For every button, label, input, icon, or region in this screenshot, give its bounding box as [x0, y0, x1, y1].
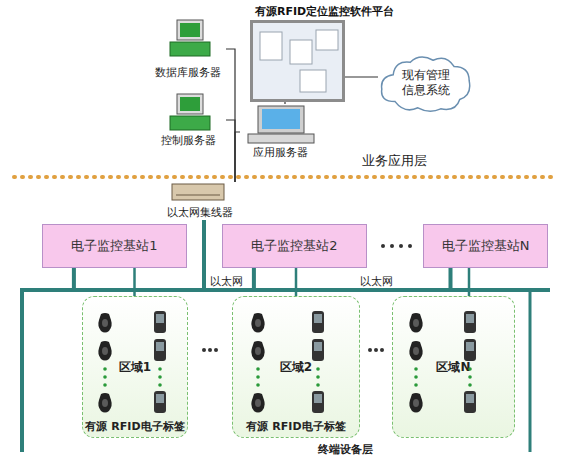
connector: [295, 268, 298, 296]
rfid-tag: [98, 393, 111, 413]
panel-note: [290, 40, 312, 64]
connector: [226, 49, 235, 182]
panel-note: [316, 30, 338, 50]
connector: [284, 102, 285, 104]
server-node: 应用服务器: [240, 104, 320, 160]
rfid-tag: [251, 393, 264, 413]
rfid-tag: [98, 313, 111, 333]
server-node: 控制服务器: [150, 92, 226, 148]
server-monitor: [177, 94, 203, 114]
server-label: 控制服务器: [144, 133, 232, 148]
layer-label: 以太网: [210, 274, 243, 289]
rfid-tag: [251, 313, 264, 333]
rfid-tag: [154, 391, 166, 413]
server-monitor: [258, 106, 304, 133]
connector: [204, 220, 254, 290]
rfid-tag: [464, 311, 476, 333]
rfid-tag: [464, 339, 476, 361]
ellipsis-dots: [202, 244, 412, 352]
server-label: 应用服务器: [234, 145, 326, 160]
connector: [204, 220, 451, 290]
ellipsis-dots: [103, 367, 472, 387]
station-label: 电子监控基站1: [71, 237, 157, 255]
tag-region: 区域2 有源 RFID电子标签: [232, 296, 360, 438]
panel-title: 有源RFID定位监控软件平台: [255, 4, 394, 19]
rfid-tag: [312, 311, 324, 333]
layer-label: 业务应用层: [362, 152, 427, 170]
panel-note: [260, 32, 282, 60]
rfid-tag: [312, 339, 324, 361]
rfid-tag: [154, 339, 166, 361]
connector: [235, 132, 240, 182]
server-base: [248, 134, 314, 143]
tag-region: 区域N: [392, 296, 515, 438]
ethernet-bus: [20, 290, 24, 452]
region-label: 区域N: [393, 359, 514, 376]
server-label: 数据库服务器: [144, 65, 232, 80]
layer-divider: [14, 175, 555, 179]
server-screen: [180, 97, 200, 111]
region-label: 区域1: [83, 359, 187, 376]
layer-label: 以太网: [360, 274, 393, 289]
rfid-tag: [98, 341, 111, 361]
ethernet-bus: [529, 290, 532, 452]
ethernet-bus: [20, 288, 550, 292]
server-base: [170, 42, 210, 56]
server-screen: [180, 23, 200, 37]
server-screen: [262, 109, 300, 129]
cloud-system: 现有管理信息系统: [378, 52, 473, 114]
hub-symbol: [172, 184, 224, 200]
ethernet-hub: 以太网集线器: [160, 182, 240, 220]
cloud-outline: [382, 57, 470, 111]
hub-symbol: [176, 195, 220, 196]
base-station: 电子监控基站2: [222, 224, 367, 268]
layer-label: 终端设备层: [318, 442, 373, 457]
rfid-tag: [409, 313, 422, 333]
rfid-tag: [409, 341, 422, 361]
server-node: 数据库服务器: [150, 18, 226, 80]
rfid-tag: [154, 311, 166, 333]
panel-note: [300, 70, 326, 92]
connector: [133, 268, 136, 296]
rfid-tag: [251, 341, 264, 361]
base-station: 电子监控基站N: [423, 224, 548, 268]
server-monitor: [177, 20, 203, 40]
station-label: 电子监控基站2: [251, 237, 337, 255]
rfid-tag: [464, 391, 476, 413]
tag-label: 有源 RFID电子标签: [246, 419, 345, 434]
region-label: 区域2: [233, 359, 359, 376]
base-station: 电子监控基站1: [42, 224, 187, 268]
software-panel: 有源RFID定位监控软件平台: [250, 20, 345, 102]
server-base: [170, 116, 210, 130]
tag-label: 有源 RFID电子标签: [85, 419, 184, 434]
rfid-tag: [409, 393, 422, 413]
tag-region: 区域1 有源 RFID电子标签: [82, 296, 188, 438]
connector: [468, 268, 471, 296]
rfid-tag: [312, 391, 324, 413]
connector: [226, 120, 235, 182]
cloud-label: 现有管理信息系统: [400, 68, 452, 98]
station-label: 电子监控基站N: [442, 237, 530, 255]
hub-label: 以太网集线器: [154, 205, 246, 220]
connector: [74, 220, 204, 290]
connector: [345, 76, 378, 77]
